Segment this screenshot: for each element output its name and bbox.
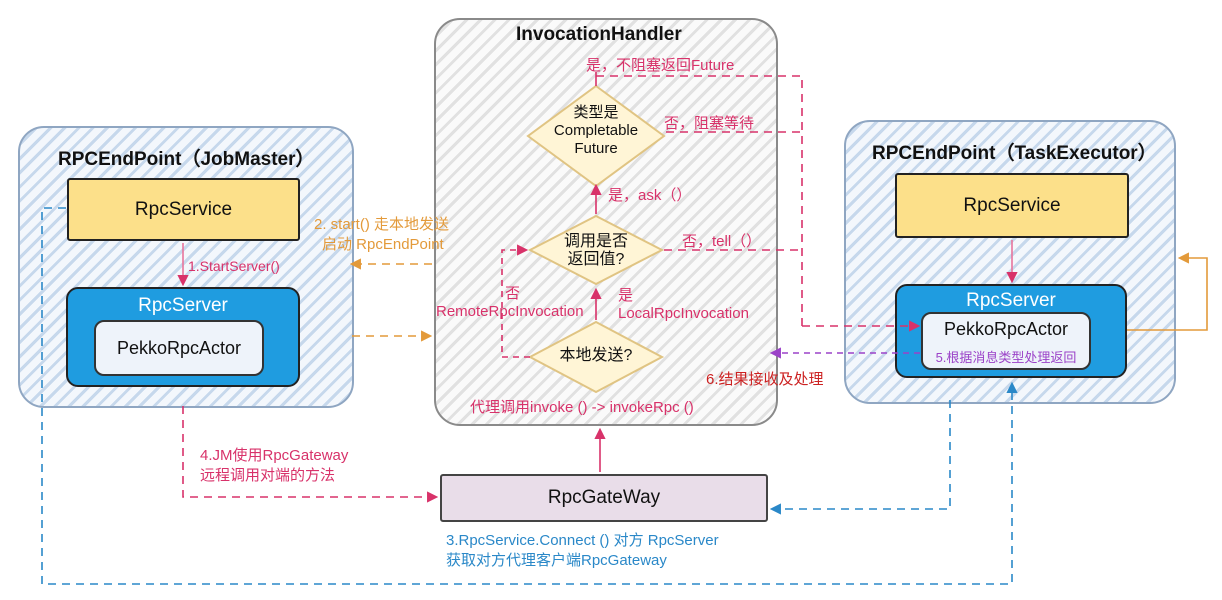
decision-type-line2: Completable (553, 122, 639, 139)
label-proxy: 代理调用invoke () -> invokeRpc () (470, 399, 694, 416)
decision-type-text: 类型是 Completable Future (532, 104, 660, 158)
label-no-block: 否，阻塞等待 (664, 115, 755, 132)
label-connect-line1: 3.RpcService.Connect () 对方 RpcServer (446, 532, 719, 549)
taskexecutor-actor-note: 5.根据消息类型处理返回 (935, 350, 1077, 365)
label-no-tell: 否，tell（） (682, 233, 762, 250)
decision-return-text: 调用是否 返回值? (540, 233, 652, 269)
label-gateway-line1: 4.JM使用RpcGateway (200, 447, 349, 464)
jm-to-gateway-arrow (182, 406, 439, 503)
taskexecutor-pekko-rpc-actor: PekkoRpcActor 5.根据消息类型处理返回 (921, 312, 1091, 370)
handler-title: InvocationHandler (516, 24, 682, 45)
decision-local-text: 本地发送? (559, 347, 633, 364)
remote-loop-arrow (501, 244, 530, 358)
te-self-loop-arrow (1127, 252, 1208, 331)
connect-loop-arrow (41, 207, 1018, 585)
decision-return-line1: 调用是否 (563, 233, 628, 250)
decision-return-line2: 返回值? (567, 251, 625, 268)
label-start-line2: 启动 RpcEndPoint (322, 236, 444, 253)
label-no: 否 (505, 285, 521, 302)
label-result: 6.结果接收及处理 (706, 371, 824, 388)
label-yes: 是 (618, 287, 634, 304)
jobmaster-rpc-server-title: RpcServer (138, 295, 228, 316)
taskexecutor-rpc-server-title: RpcServer (966, 290, 1056, 311)
jobmaster-rpc-service: RpcService (67, 178, 300, 241)
jobmaster-pekko-rpc-actor: PekkoRpcActor (94, 320, 264, 376)
label-remote: RemoteRpcInvocation (436, 303, 584, 320)
label-local: LocalRpcInvocation (618, 305, 749, 322)
taskexecutor-rpc-service: RpcService (895, 173, 1129, 238)
decision-diamond-return (527, 214, 665, 286)
label-start-line1: 2. start() 走本地发送 (314, 216, 450, 233)
decision-type-line3: Future (574, 140, 618, 157)
taskexecutor-actor-label: PekkoRpcActor (943, 319, 1069, 339)
decision-diamond-local (527, 320, 665, 394)
taskexecutor-title: RPCEndPoint（TaskExecutor） (872, 143, 1157, 164)
decision-type-line1: 类型是 (573, 104, 619, 121)
te-to-gateway-arrow (769, 400, 951, 515)
label-yes-future: 是，不阻塞返回Future (586, 57, 735, 74)
label-connect-line2: 获取对方代理客户端RpcGateway (446, 552, 667, 569)
label-gateway-line2: 远程调用对端的方法 (200, 467, 336, 484)
label-start-server: 1.StartServer() (188, 258, 280, 274)
jobmaster-title: RPCEndPoint（JobMaster） (58, 149, 315, 170)
label-yes-ask: 是，ask（） (608, 187, 692, 204)
rpc-gateway-box: RpcGateWay (440, 474, 768, 522)
